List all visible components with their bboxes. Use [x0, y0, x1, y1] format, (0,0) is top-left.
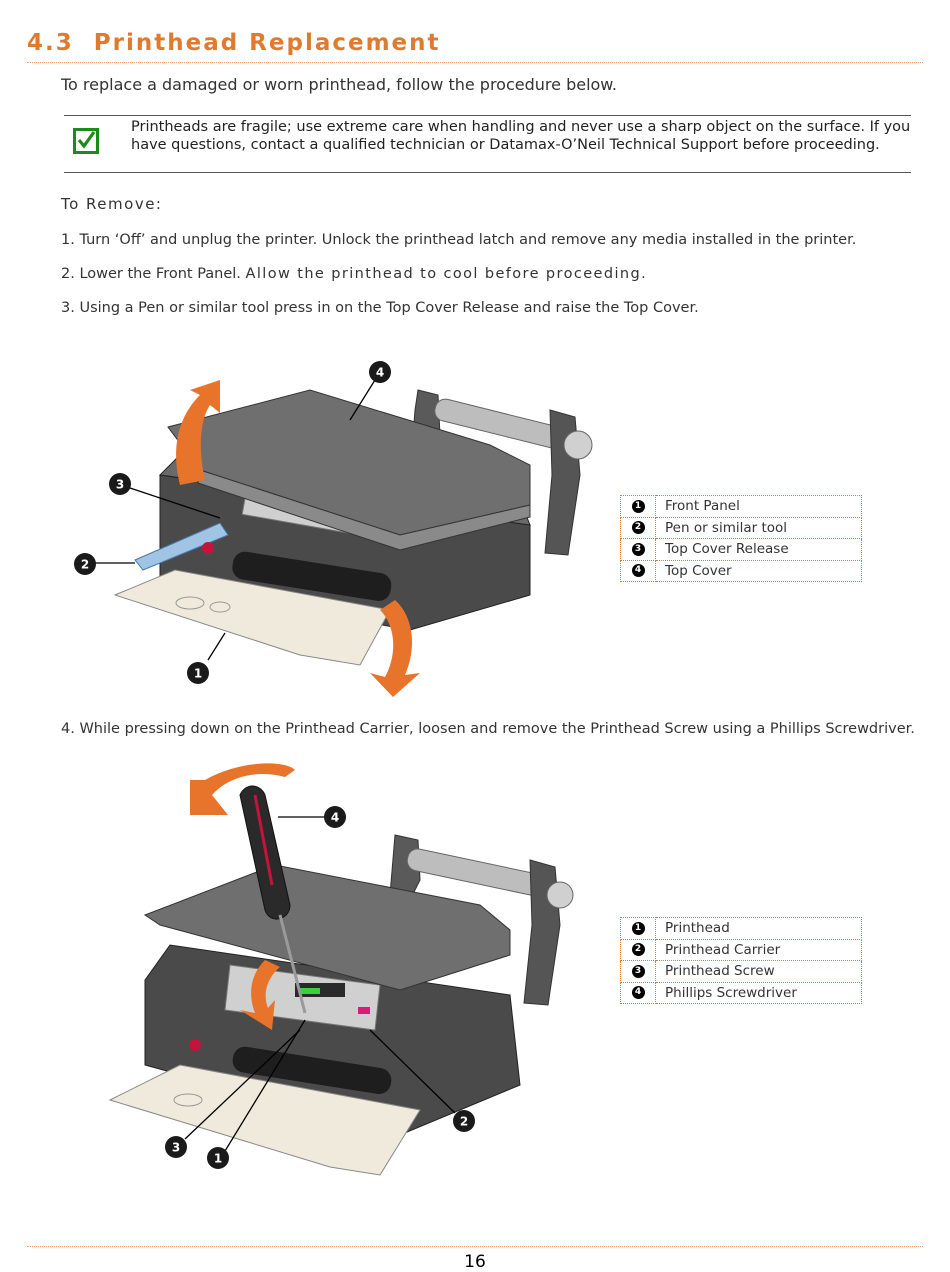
- legend-row: 3 Top Cover Release: [620, 538, 862, 561]
- legend-label: Phillips Screwdriver: [655, 981, 862, 1004]
- step-1: 1. Turn ‘Off’ and unplug the printer. Un…: [61, 232, 856, 248]
- step-2: 2. Lower the Front Panel. Allow the prin…: [61, 266, 647, 282]
- section-number: 4.3: [27, 30, 74, 56]
- step-text-spaced: Allow the printhead to cool before proce…: [245, 266, 648, 282]
- callout-1: 1: [187, 662, 209, 684]
- figure-2-illustration: 4 3 1 2: [108, 763, 574, 1176]
- legend-label: Top Cover: [655, 559, 862, 582]
- top-cover: [167, 389, 531, 551]
- legend-label: Printhead Screw: [655, 960, 862, 983]
- step-number: 3.: [61, 300, 75, 316]
- lower-arrow-icon: [370, 600, 420, 697]
- svg-text:2: 2: [460, 1115, 468, 1129]
- legend-number: 2: [631, 943, 645, 957]
- legend-label: Top Cover Release: [655, 538, 862, 561]
- intro-text: To replace a damaged or worn printhead, …: [61, 75, 617, 94]
- legend-row: 2 Printhead Carrier: [620, 938, 862, 961]
- legend-number: 1: [631, 921, 645, 935]
- callout-2: 2: [453, 1110, 475, 1132]
- legend-number: 1: [631, 499, 645, 513]
- svg-text:1: 1: [214, 1152, 222, 1166]
- legend-number: 4: [631, 564, 645, 578]
- callout-4: 4: [324, 806, 346, 828]
- roller-arm: [389, 834, 574, 1006]
- step-number: 2.: [61, 266, 75, 282]
- raise-arrow-icon: [176, 380, 220, 485]
- svg-text:4: 4: [331, 811, 339, 825]
- screwdriver: [239, 785, 307, 1014]
- legend-row: 2 Pen or similar tool: [620, 516, 862, 539]
- checkmark-icon: [73, 128, 99, 154]
- rotate-arrow-icon: [190, 763, 295, 815]
- callout-3: 3: [109, 473, 131, 495]
- front-panel: [113, 569, 391, 666]
- press-arrow-icon: [240, 960, 280, 1030]
- legend-row: 1 Front Panel: [620, 495, 862, 518]
- legend-label: Pen or similar tool: [655, 516, 862, 539]
- pen-tool: [134, 522, 229, 571]
- step-number: 1.: [61, 232, 75, 248]
- step-text: Using a Pen or similar tool press in on …: [79, 300, 699, 316]
- release-button: [189, 1039, 201, 1051]
- svg-text:2: 2: [81, 558, 89, 572]
- svg-text:4: 4: [376, 366, 384, 380]
- figure-1-illustration: 4 3 2 1: [74, 361, 593, 697]
- callout-2: 2: [74, 553, 96, 575]
- legend-label: Printhead: [655, 917, 862, 940]
- callout-1: 1: [207, 1147, 229, 1169]
- subheading: To Remove:: [61, 195, 163, 213]
- step-text: Lower the Front Panel.: [79, 266, 241, 282]
- step-number: 4.: [61, 721, 75, 737]
- legend-row: 4 Top Cover: [620, 559, 862, 582]
- top-cover: [143, 864, 511, 991]
- legend-row: 3 Printhead Screw: [620, 960, 862, 983]
- section-title: 4.3 Printhead Replacement: [27, 30, 441, 56]
- callout-4: 4: [369, 361, 391, 383]
- note-text: Printheads are fragile; use extreme care…: [131, 119, 911, 153]
- header-rule: [27, 62, 923, 63]
- figure-2-legend: 1 Printhead 2 Printhead Carrier 3 Printhead…: [620, 917, 862, 1004]
- legend-row: 1 Printhead: [620, 917, 862, 940]
- legend-label: Printhead Carrier: [655, 938, 862, 961]
- page-number: 16: [464, 1252, 486, 1272]
- step-text: While pressing down on the Printhead Car…: [79, 721, 915, 737]
- front-panel: [108, 1064, 421, 1176]
- legend-label: Front Panel: [655, 495, 862, 518]
- step-text: Turn ‘Off’ and unplug the printer. Unloc…: [79, 232, 857, 248]
- svg-text:1: 1: [194, 667, 202, 681]
- legend-row: 4 Phillips Screwdriver: [620, 981, 862, 1004]
- legend-number: 3: [631, 964, 645, 978]
- legend-number: 3: [631, 542, 645, 556]
- step-4: 4. While pressing down on the Printhead …: [61, 721, 915, 737]
- footer-rule: [27, 1246, 923, 1247]
- svg-text:3: 3: [116, 478, 124, 492]
- note-box: Printheads are fragile; use extreme care…: [64, 115, 911, 173]
- callout-3: 3: [165, 1136, 187, 1158]
- step-3: 3. Using a Pen or similar tool press in …: [61, 300, 699, 316]
- section-title-text: Printhead Replacement: [93, 30, 441, 56]
- legend-number: 4: [631, 986, 645, 1000]
- svg-text:3: 3: [172, 1141, 180, 1155]
- legend-number: 2: [631, 521, 645, 535]
